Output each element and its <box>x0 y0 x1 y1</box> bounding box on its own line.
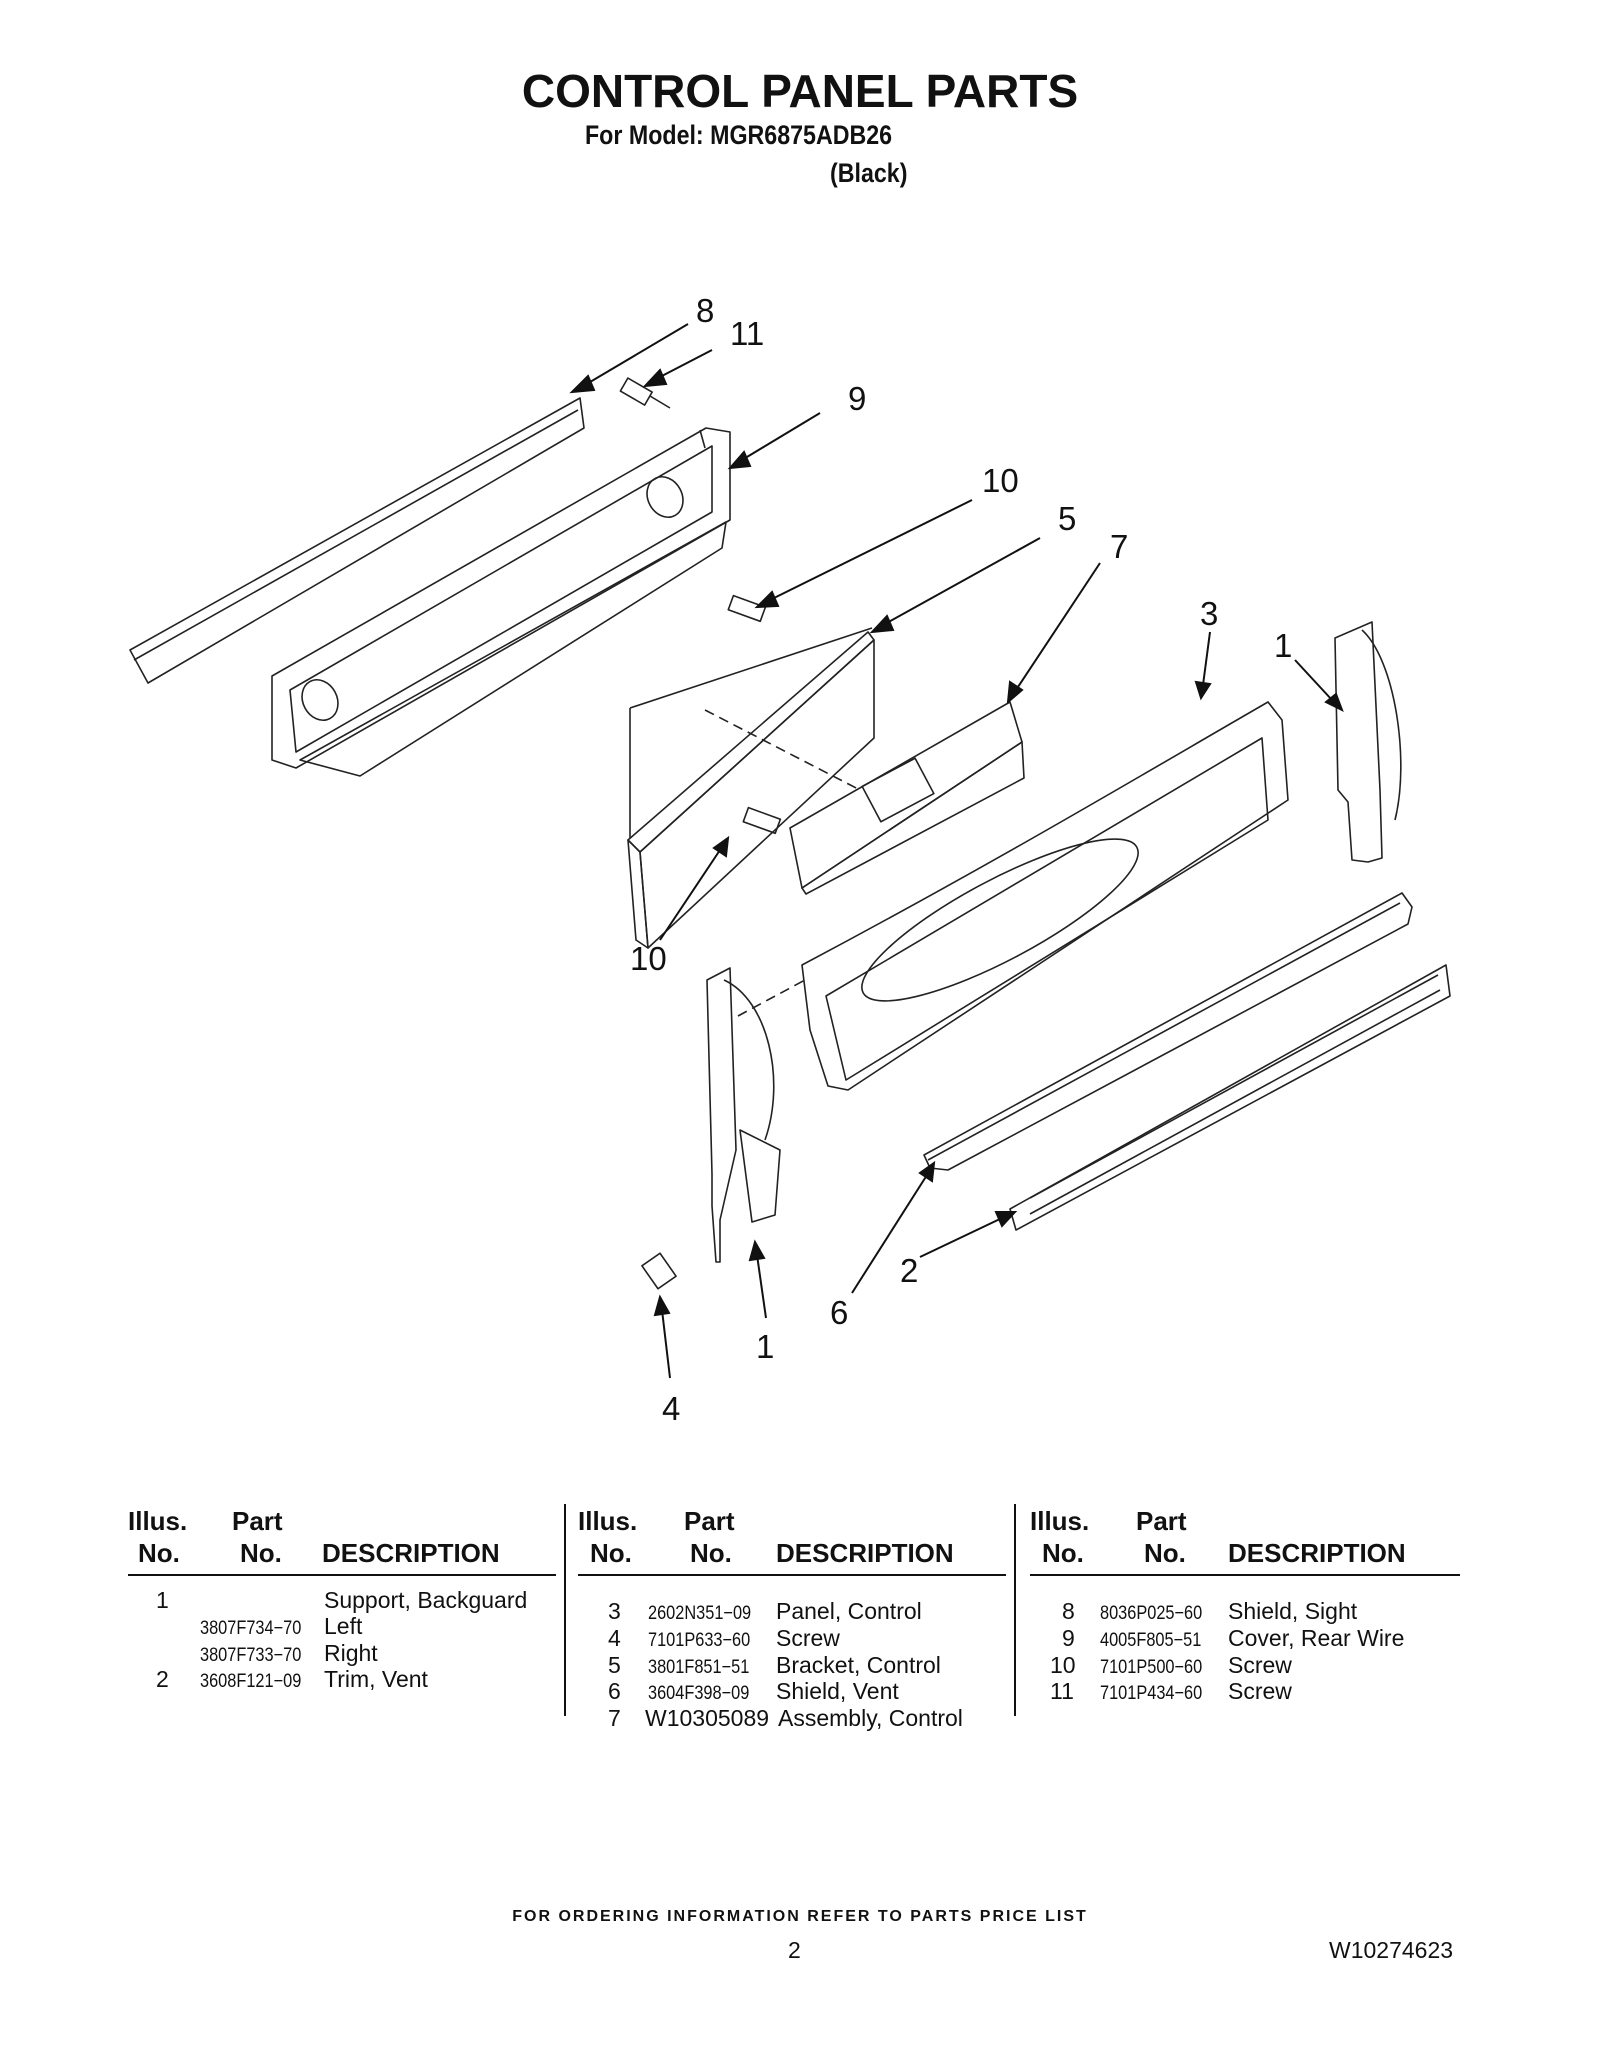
model-color: (Black) <box>830 158 908 188</box>
part-1-support-left <box>706 967 781 1263</box>
callout-5: 5 <box>1058 500 1076 537</box>
callout-leaders <box>569 323 1344 1379</box>
model-number: For Model: MGR6875ADB26 <box>585 120 893 150</box>
row-illus: 2 <box>156 1666 169 1692</box>
header-illus-no: No. <box>590 1538 632 1568</box>
callout-3: 3 <box>1200 595 1218 632</box>
row-part-no: 3807F734−70 <box>200 1618 302 1639</box>
row-description: Support, Backguard <box>324 1587 528 1613</box>
header-illus: Illus. <box>1030 1506 1090 1536</box>
callout-10-upper: 10 <box>982 462 1019 499</box>
page-number: 2 <box>788 1937 801 1963</box>
document-number: W10274623 <box>1329 1937 1454 1963</box>
header-rule <box>1030 1574 1460 1576</box>
row-illus: 1 <box>156 1587 169 1613</box>
row-description: Shield, Sight <box>1228 1598 1358 1624</box>
callout-8: 8 <box>696 292 714 329</box>
row-description: Assembly, Control <box>778 1705 963 1731</box>
header-part: Part <box>232 1506 283 1536</box>
callout-4: 4 <box>662 1390 680 1427</box>
row-part-no: 3807F733−70 <box>200 1645 302 1666</box>
part-6-shield-vent <box>923 892 1413 1171</box>
ordering-note: FOR ORDERING INFORMATION REFER TO PARTS … <box>512 1908 1088 1925</box>
callout-1-left: 1 <box>756 1328 774 1365</box>
row-illus: 10 <box>1050 1652 1076 1678</box>
header-part-no: No. <box>240 1538 282 1568</box>
row-description: Cover, Rear Wire <box>1228 1625 1405 1651</box>
row-part-no: W10305089 <box>645 1705 770 1731</box>
header-rule <box>128 1574 556 1576</box>
column-divider <box>564 1504 566 1716</box>
part-10-screw-lower <box>742 806 782 835</box>
row-part-no: 8036P025−60 <box>1100 1603 1203 1624</box>
header-illus: Illus. <box>128 1506 188 1536</box>
row-description: Screw <box>1228 1678 1292 1704</box>
column-divider <box>1014 1504 1016 1716</box>
row-part-no: 7101P500−60 <box>1100 1657 1203 1678</box>
row-part-no: 4005F805−51 <box>1100 1630 1202 1651</box>
row-part-no: 2602N351−09 <box>648 1603 752 1624</box>
row-part-no: 3608F121−09 <box>200 1671 302 1692</box>
part-8-shield-sight <box>129 397 585 684</box>
row-part-no: 7101P633−60 <box>648 1630 751 1651</box>
callout-1-right: 1 <box>1274 627 1292 664</box>
part-7-assembly-control <box>704 701 1025 895</box>
header-part-no: No. <box>690 1538 732 1568</box>
callout-2: 2 <box>900 1252 918 1289</box>
row-description: Panel, Control <box>776 1598 922 1624</box>
part-1-support-right <box>1334 621 1402 863</box>
row-description: Shield, Vent <box>776 1678 899 1704</box>
header-description: DESCRIPTION <box>322 1538 500 1568</box>
header-rule <box>578 1574 1006 1576</box>
row-description: Screw <box>1228 1652 1292 1678</box>
header-illus-no: No. <box>1042 1538 1084 1568</box>
page-title: CONTROL PANEL PARTS <box>521 65 1079 117</box>
part-10-screw-upper <box>727 594 767 623</box>
row-description: Bracket, Control <box>776 1652 941 1678</box>
row-description: Left <box>324 1613 363 1639</box>
row-illus: 5 <box>608 1652 621 1678</box>
part-3-panel-control <box>737 701 1289 1091</box>
row-illus: 6 <box>608 1678 621 1704</box>
callout-11: 11 <box>730 315 764 352</box>
row-part-no: 7101P434−60 <box>1100 1683 1203 1704</box>
part-4-screw <box>641 1252 677 1290</box>
row-part-no: 3604F398−09 <box>648 1683 750 1704</box>
row-description: Screw <box>776 1625 840 1651</box>
row-description: Trim, Vent <box>324 1666 428 1692</box>
row-illus: 8 <box>1062 1598 1075 1624</box>
row-description: Right <box>324 1640 378 1666</box>
header-description: DESCRIPTION <box>776 1538 954 1568</box>
part-9-cover-rear-wire <box>271 427 731 777</box>
callout-10-lower: 10 <box>630 940 667 977</box>
row-illus: 11 <box>1050 1678 1074 1704</box>
row-illus: 9 <box>1062 1625 1075 1651</box>
part-2-trim-vent <box>1009 964 1451 1231</box>
callout-9: 9 <box>848 380 866 417</box>
header-description: DESCRIPTION <box>1228 1538 1406 1568</box>
row-illus: 7 <box>608 1705 621 1731</box>
part-11-screw <box>619 377 671 409</box>
header-illus-no: No. <box>138 1538 180 1568</box>
row-part-no: 3801F851−51 <box>648 1657 750 1678</box>
header-part-no: No. <box>1144 1538 1186 1568</box>
exploded-parts-diagram: 8 11 9 10 5 7 3 1 10 6 2 1 4 <box>129 292 1451 1427</box>
callout-6: 6 <box>830 1294 848 1331</box>
part-5-bracket-control <box>627 627 875 949</box>
callout-7: 7 <box>1110 528 1128 565</box>
row-illus: 4 <box>608 1625 621 1651</box>
header-part: Part <box>684 1506 735 1536</box>
header-illus: Illus. <box>578 1506 638 1536</box>
header-part: Part <box>1136 1506 1187 1536</box>
row-illus: 3 <box>608 1598 621 1624</box>
